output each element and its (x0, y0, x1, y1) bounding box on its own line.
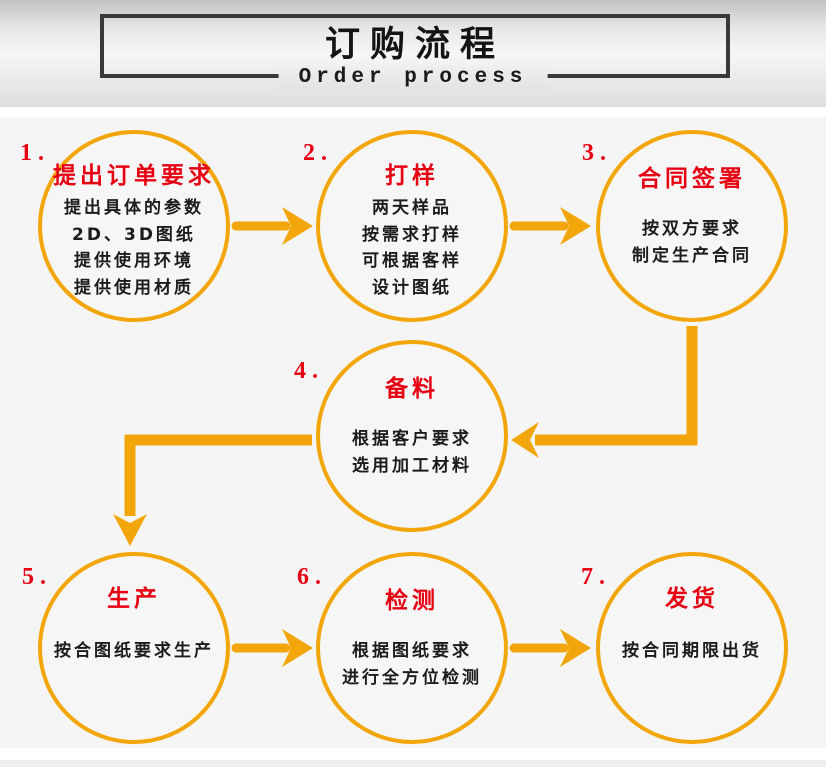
arrow-step3-to-step4-icon (511, 326, 698, 458)
page-subtitle: Order process (278, 66, 548, 89)
step-1-number: 1 . (20, 140, 44, 166)
arrow-step2-to-step3-icon (509, 207, 591, 245)
step-6-circle: 检测 根据图纸要求 进行全方位检测 (316, 552, 508, 744)
step-7-title: 发货 (665, 586, 719, 612)
step-5-circle: 生产 按合图纸要求生产 (38, 552, 230, 744)
step-3-title: 合同签署 (638, 166, 746, 192)
step-2-circle: 打样 两天样品 按需求打样 可根据客样 设计图纸 (316, 130, 508, 322)
step-4-circle: 备料 根据客户要求 选用加工材料 (316, 340, 508, 532)
step-1-line: 提出具体的参数 (64, 198, 204, 218)
step-2-line: 按需求打样 (362, 224, 462, 245)
step-5-details: 按合图纸要求生产 (54, 638, 214, 665)
step-1-line: 提供使用材质 (74, 277, 194, 298)
step-4-line: 选用加工材料 (352, 455, 472, 476)
step-2-line: 设计图纸 (372, 277, 452, 298)
arrow-step5-to-step6-icon (231, 629, 313, 667)
arrow-step6-to-step7-icon (509, 629, 591, 667)
step-4-details: 根据客户要求 选用加工材料 (352, 426, 472, 479)
step-5-line: 按合图纸要求生产 (54, 641, 214, 661)
step-3-number: 3 . (582, 140, 606, 166)
step-5-title: 生产 (107, 586, 161, 612)
header-band: 订购流程 (0, 0, 826, 107)
step-1-circle: 提出订单要求 提出具体的参数 2D、3D图纸 提供使用环境 提供使用材质 (38, 130, 230, 322)
step-6-title: 检测 (385, 588, 439, 614)
step-6-line: 进行全方位检测 (342, 667, 482, 688)
step-3-circle: 合同签署 按双方要求 制定生产合同 (596, 130, 788, 322)
arrow-step4-to-step5-icon (113, 434, 312, 546)
page-title: 订购流程 (324, 25, 505, 64)
step-2-number: 2 . (303, 140, 327, 166)
step-1-details: 提出具体的参数 2D、3D图纸 提供使用环境 提供使用材质 (64, 195, 204, 301)
step-6-number: 6 . (297, 564, 321, 590)
step-3-line: 按双方要求 (642, 219, 742, 239)
step-6-details: 根据图纸要求 进行全方位检测 (342, 638, 482, 691)
step-4-title: 备料 (385, 376, 439, 402)
step-7-line: 按合同期限出货 (622, 641, 762, 661)
step-4-number: 4 . (294, 358, 318, 384)
step-1-line: 2D、3D图纸 (72, 224, 196, 245)
header-divider (0, 107, 826, 117)
footer-divider (0, 748, 826, 760)
step-4-line: 根据客户要求 (352, 429, 472, 449)
step-3-line: 制定生产合同 (632, 245, 752, 266)
step-2-line: 可根据客样 (362, 251, 462, 271)
footer-strip (0, 760, 826, 767)
step-7-number: 7 . (581, 564, 605, 590)
step-7-circle: 发货 按合同期限出货 (596, 552, 788, 744)
step-1-line: 提供使用环境 (74, 251, 194, 271)
step-3-details: 按双方要求 制定生产合同 (632, 216, 752, 269)
arrow-step1-to-step2-icon (231, 207, 313, 245)
step-2-details: 两天样品 按需求打样 可根据客样 设计图纸 (362, 195, 462, 301)
step-6-line: 根据图纸要求 (352, 641, 472, 661)
step-5-number: 5 . (22, 564, 46, 590)
step-7-details: 按合同期限出货 (622, 638, 762, 665)
step-2-title: 打样 (385, 163, 439, 189)
step-2-line: 两天样品 (372, 198, 452, 218)
step-1-title: 提出订单要求 (53, 163, 215, 189)
